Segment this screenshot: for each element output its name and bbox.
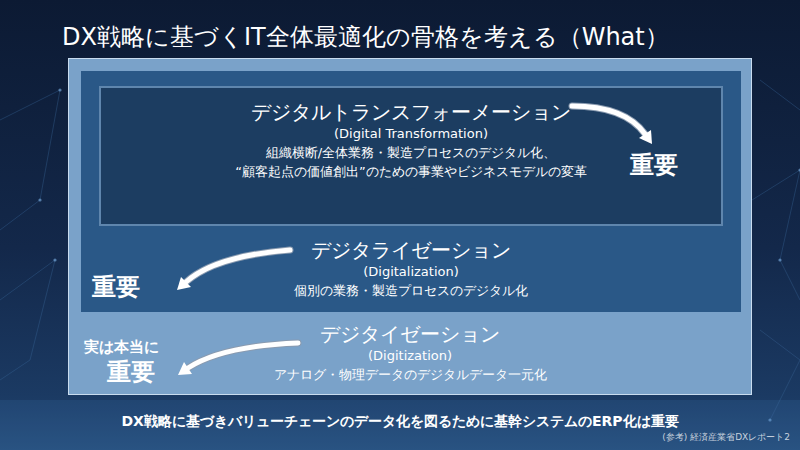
layer-english-name: (Digitization) <box>69 347 751 365</box>
layer-description: 個別の業務・製造プロセスのデジタル化 <box>211 281 611 300</box>
layer-text-group: デジタイゼーション(Digitization)アナログ・物理データのデジタルデー… <box>69 322 751 384</box>
emphasis-label: 重要 <box>630 150 678 180</box>
emphasis-note: 実は本当に <box>84 338 159 357</box>
layer-text-group: デジタルトランスフォーメーション(Digital Transformation)… <box>101 100 721 181</box>
source-note: (参考) 経済産業省DXレポート2 <box>662 432 790 443</box>
swoosh-arrow <box>178 343 298 375</box>
slide-title: DX戦略に基づくIT全体最適化の骨格を考える（What） <box>62 22 669 52</box>
emphasis-label: 重要 <box>92 272 140 302</box>
nested-layer-box: デジタライゼーション(Digitalization)個別の業務・製造プロセスのデ… <box>81 71 741 312</box>
layer-text-group: デジタライゼーション(Digitalization)個別の業務・製造プロセスのデ… <box>81 238 741 300</box>
swoosh-arrow <box>177 250 290 290</box>
layer-english-name: (Digitalization) <box>81 263 741 281</box>
layer-description: アナログ・物理データのデジタルデータ一元化 <box>210 365 610 384</box>
nested-layer-box: デジタイゼーション(Digitization)アナログ・物理データのデジタルデー… <box>68 58 752 395</box>
layer-heading: デジタイゼーション <box>69 322 751 347</box>
layer-description: 組織横断/全体業務・製造プロセスのデジタル化、 “顧客起点の価値創出”のための事… <box>211 143 611 181</box>
nested-layer-box: デジタルトランスフォーメーション(Digital Transformation)… <box>99 86 723 226</box>
layer-heading: デジタルトランスフォーメーション <box>101 100 721 125</box>
emphasis-label: 重要 <box>107 357 155 387</box>
swoosh-arrow <box>572 106 652 144</box>
slide-caption: DX戦略に基づきバリューチェーンのデータ化を図るために基幹システムのERP化は重… <box>0 412 800 430</box>
layer-english-name: (Digital Transformation) <box>101 125 721 143</box>
layer-heading: デジタライゼーション <box>81 238 741 263</box>
